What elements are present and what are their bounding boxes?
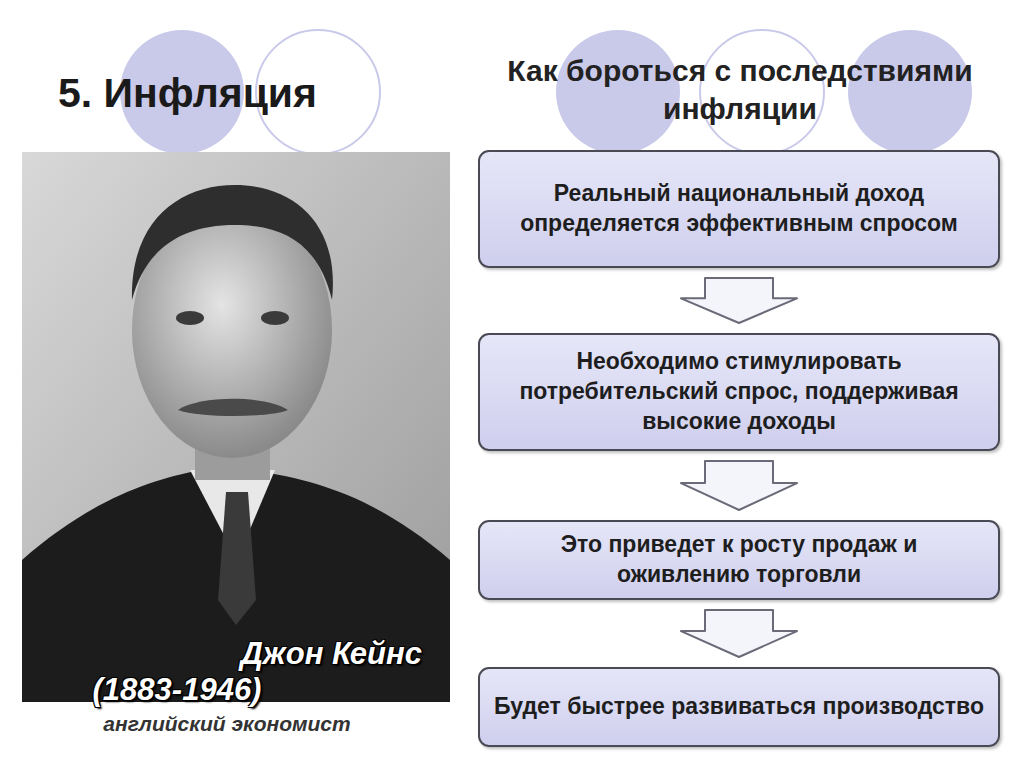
- box-text: Будет быстрее развиваться производство: [494, 692, 984, 722]
- person-years: (1883-1946): [22, 672, 332, 708]
- process-box: Это приведет к росту продаж и оживлению …: [478, 520, 1000, 600]
- person-name: Джон Кейнс: [22, 636, 422, 672]
- title: 5. Инфляция: [58, 70, 317, 117]
- subtitle: Как бороться с последствиями инфляции: [500, 52, 980, 127]
- portrait-photo: [22, 152, 450, 702]
- person-role: английский экономист: [22, 712, 432, 736]
- block-arrow: [681, 461, 797, 510]
- box-text: Реальный национальный доход определяется…: [494, 179, 984, 239]
- deco-circle: [848, 30, 972, 154]
- box-text: Это приведет к росту продаж и оживлению …: [494, 530, 984, 590]
- process-box: Необходимо стимулировать потребительский…: [478, 333, 1000, 451]
- box-text: Необходимо стимулировать потребительский…: [494, 347, 984, 437]
- process-box: Реальный национальный доход определяется…: [478, 150, 1000, 268]
- deco-circle: [556, 30, 680, 154]
- block-arrow: [681, 278, 797, 323]
- process-box: Будет быстрее развиваться производство: [478, 667, 1000, 747]
- block-arrow: [681, 610, 797, 657]
